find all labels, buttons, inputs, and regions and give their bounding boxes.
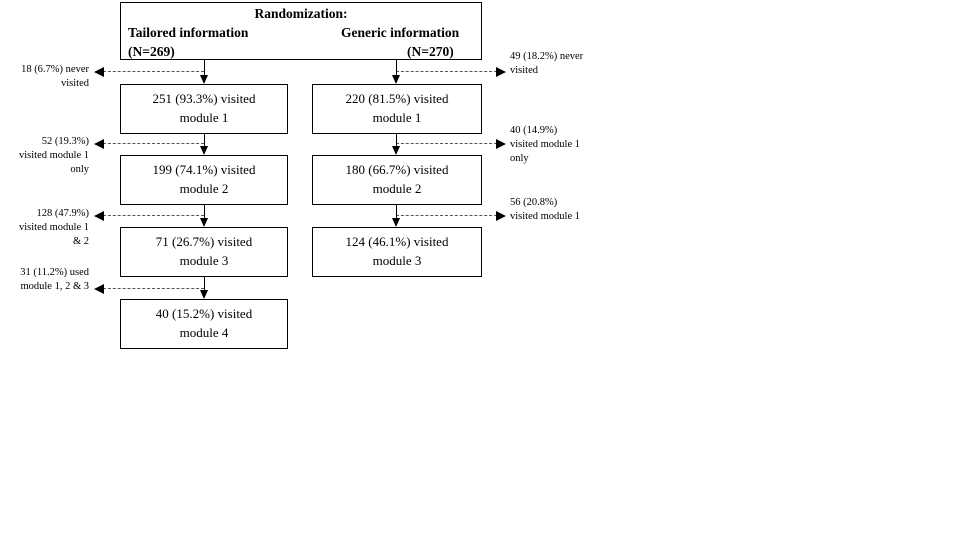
box-line-secondary: module 3	[179, 253, 229, 268]
randomization-arm-row: Tailored information Generic information	[121, 23, 481, 42]
dashed-arrow-generic-module1-only	[396, 139, 506, 149]
box-generic-module-1: 220 (81.5%) visited module 1	[312, 84, 482, 134]
box-line-secondary: module 1	[372, 110, 422, 125]
box-line-primary: 71 (26.7%) visited	[155, 234, 253, 250]
annotation-tailored-module1-and-2: 128 (47.9%) visited module 1 & 2	[0, 207, 89, 250]
dashed-arrow-generic-module1	[396, 211, 506, 221]
randomization-header-box: Randomization: Tailored information Gene…	[120, 2, 482, 60]
annotation-line-1: 49 (18.2%) never	[510, 51, 584, 62]
dashed-arrow-generic-never-visited	[396, 67, 506, 77]
annotation-line-2: visited module 1	[510, 211, 580, 223]
box-tailored-module-4: 40 (15.2%) visited module 4	[120, 299, 288, 349]
arrow-tailored-m2-to-m3	[200, 205, 208, 227]
dashed-arrow-tailored-never-visited	[94, 67, 204, 77]
dashed-arrow-tailored-module1-only	[94, 139, 204, 149]
annotation-line-1: 40 (14.9%)	[510, 125, 558, 136]
annotation-generic-module1-only: 40 (14.9%) visited module 1 only	[510, 124, 630, 167]
box-line-secondary: module 2	[179, 181, 229, 196]
annotation-line-1: 31 (11.2%) used	[20, 267, 89, 278]
generic-arm-n: (N=270)	[407, 44, 454, 60]
box-line-secondary: module 2	[372, 181, 422, 196]
annotation-generic-module1: 56 (20.8%) visited module 1	[510, 196, 630, 224]
annotation-line-1: 128 (47.9%)	[36, 208, 90, 219]
annotation-line-3: only	[70, 164, 89, 176]
box-generic-module-3: 124 (46.1%) visited module 3	[312, 227, 482, 277]
annotation-line-2: module 1, 2 & 3	[20, 281, 89, 293]
box-line-primary: 220 (81.5%) visited	[345, 91, 449, 107]
annotation-line-2: visited module 1	[510, 139, 580, 151]
box-tailored-module-1: 251 (93.3%) visited module 1	[120, 84, 288, 134]
randomization-title: Randomization:	[254, 6, 348, 21]
annotation-line-3: & 2	[72, 236, 89, 248]
annotation-line-2: visited	[510, 65, 538, 77]
box-tailored-module-2: 199 (74.1%) visited module 2	[120, 155, 288, 205]
box-line-primary: 180 (66.7%) visited	[345, 162, 449, 178]
dashed-arrow-tailored-module1-and-2	[94, 211, 204, 221]
annotation-generic-never-visited: 49 (18.2%) never visited	[510, 50, 630, 78]
annotation-line-1: 56 (20.8%)	[510, 197, 558, 208]
annotation-line-2: visited	[61, 78, 89, 90]
box-line-secondary: module 1	[179, 110, 229, 125]
tailored-arm-label: Tailored information	[128, 25, 249, 41]
tailored-arm-n: (N=269)	[128, 44, 175, 60]
arrow-generic-m1-to-m2	[392, 134, 400, 155]
box-tailored-module-3: 71 (26.7%) visited module 3	[120, 227, 288, 277]
box-generic-module-2: 180 (66.7%) visited module 2	[312, 155, 482, 205]
annotation-line-2: visited module 1	[19, 150, 89, 162]
arrow-tailored-m3-to-m4	[200, 277, 208, 299]
annotation-line-3: only	[510, 153, 529, 165]
arrow-tailored-m1-to-m2	[200, 134, 208, 155]
box-line-primary: 251 (93.3%) visited	[152, 91, 256, 107]
annotation-tailored-module1-only: 52 (19.3%) visited module 1 only	[0, 135, 89, 178]
box-line-secondary: module 3	[372, 253, 422, 268]
annotation-line-1: 52 (19.3%)	[41, 136, 89, 147]
arrow-tailored-header-to-m1	[200, 60, 208, 84]
dashed-arrow-tailored-module1-2-and-3	[94, 284, 204, 294]
generic-arm-label: Generic information	[341, 25, 460, 41]
box-line-primary: 40 (15.2%) visited	[155, 306, 253, 322]
annotation-line-1: 18 (6.7%) never	[21, 64, 89, 75]
annotation-line-2: visited module 1	[19, 222, 89, 234]
box-line-primary: 199 (74.1%) visited	[152, 162, 256, 178]
arrow-generic-m2-to-m3	[392, 205, 400, 227]
box-line-secondary: module 4	[179, 325, 229, 340]
box-line-primary: 124 (46.1%) visited	[345, 234, 449, 250]
randomization-n-row: (N=269) (N=270)	[121, 42, 481, 61]
arrow-generic-header-to-m1	[392, 60, 400, 84]
annotation-tailored-never-visited: 18 (6.7%) never visited	[0, 63, 89, 91]
annotation-tailored-module1-2-and-3: 31 (11.2%) used module 1, 2 & 3	[0, 266, 89, 294]
